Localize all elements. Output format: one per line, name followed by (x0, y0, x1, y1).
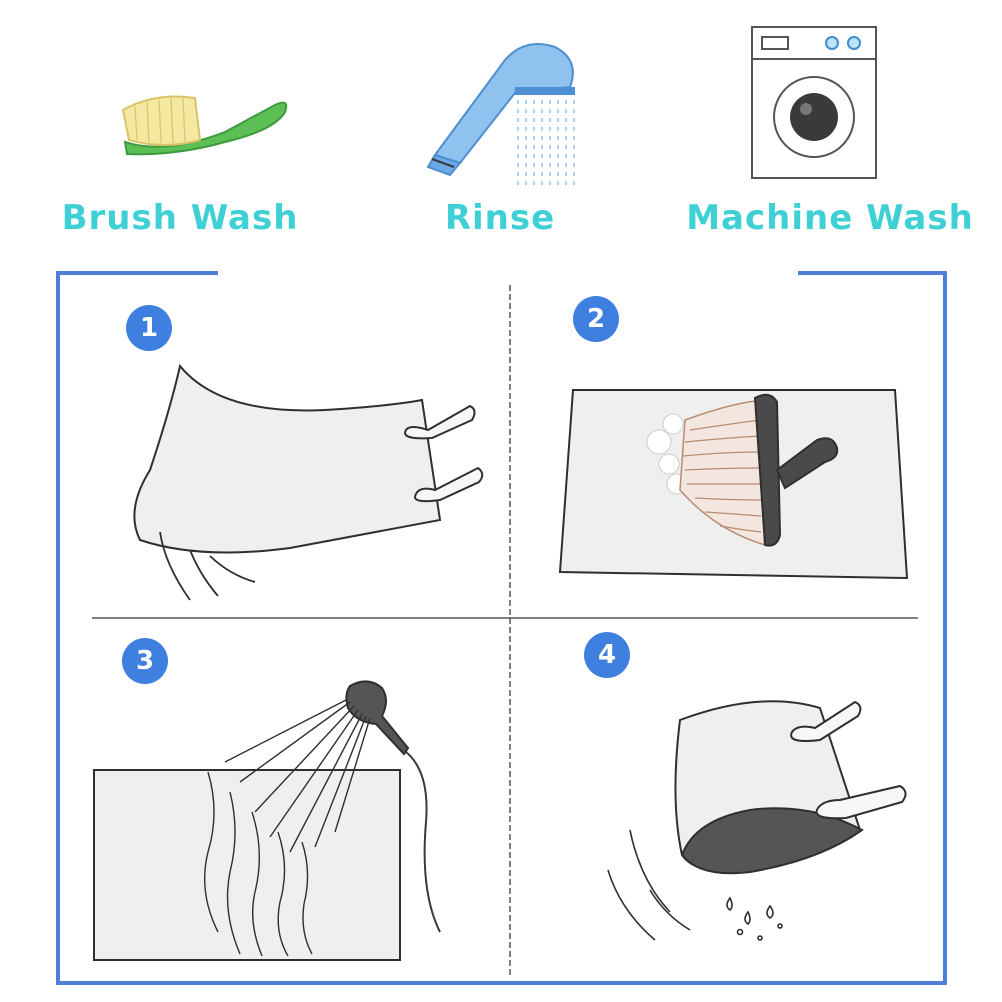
washing-machine-icon (751, 26, 877, 179)
dry-rug-icon (607, 700, 907, 941)
step-1-badge: 1 (126, 305, 172, 351)
brush-wash-label: Brush Wash (61, 198, 299, 238)
rinse-label: Rinse (444, 198, 556, 238)
shower-head-icon (426, 43, 575, 185)
rinse-rug-icon (93, 680, 441, 961)
brush-rug-icon (558, 389, 909, 580)
brush-icon (121, 95, 288, 156)
step-3-badge: 3 (122, 638, 168, 684)
step-4-badge: 4 (584, 632, 630, 678)
shake-rug-icon (133, 363, 484, 601)
machine-wash-label: Machine Wash (686, 198, 974, 238)
step-2-badge: 2 (573, 296, 619, 342)
